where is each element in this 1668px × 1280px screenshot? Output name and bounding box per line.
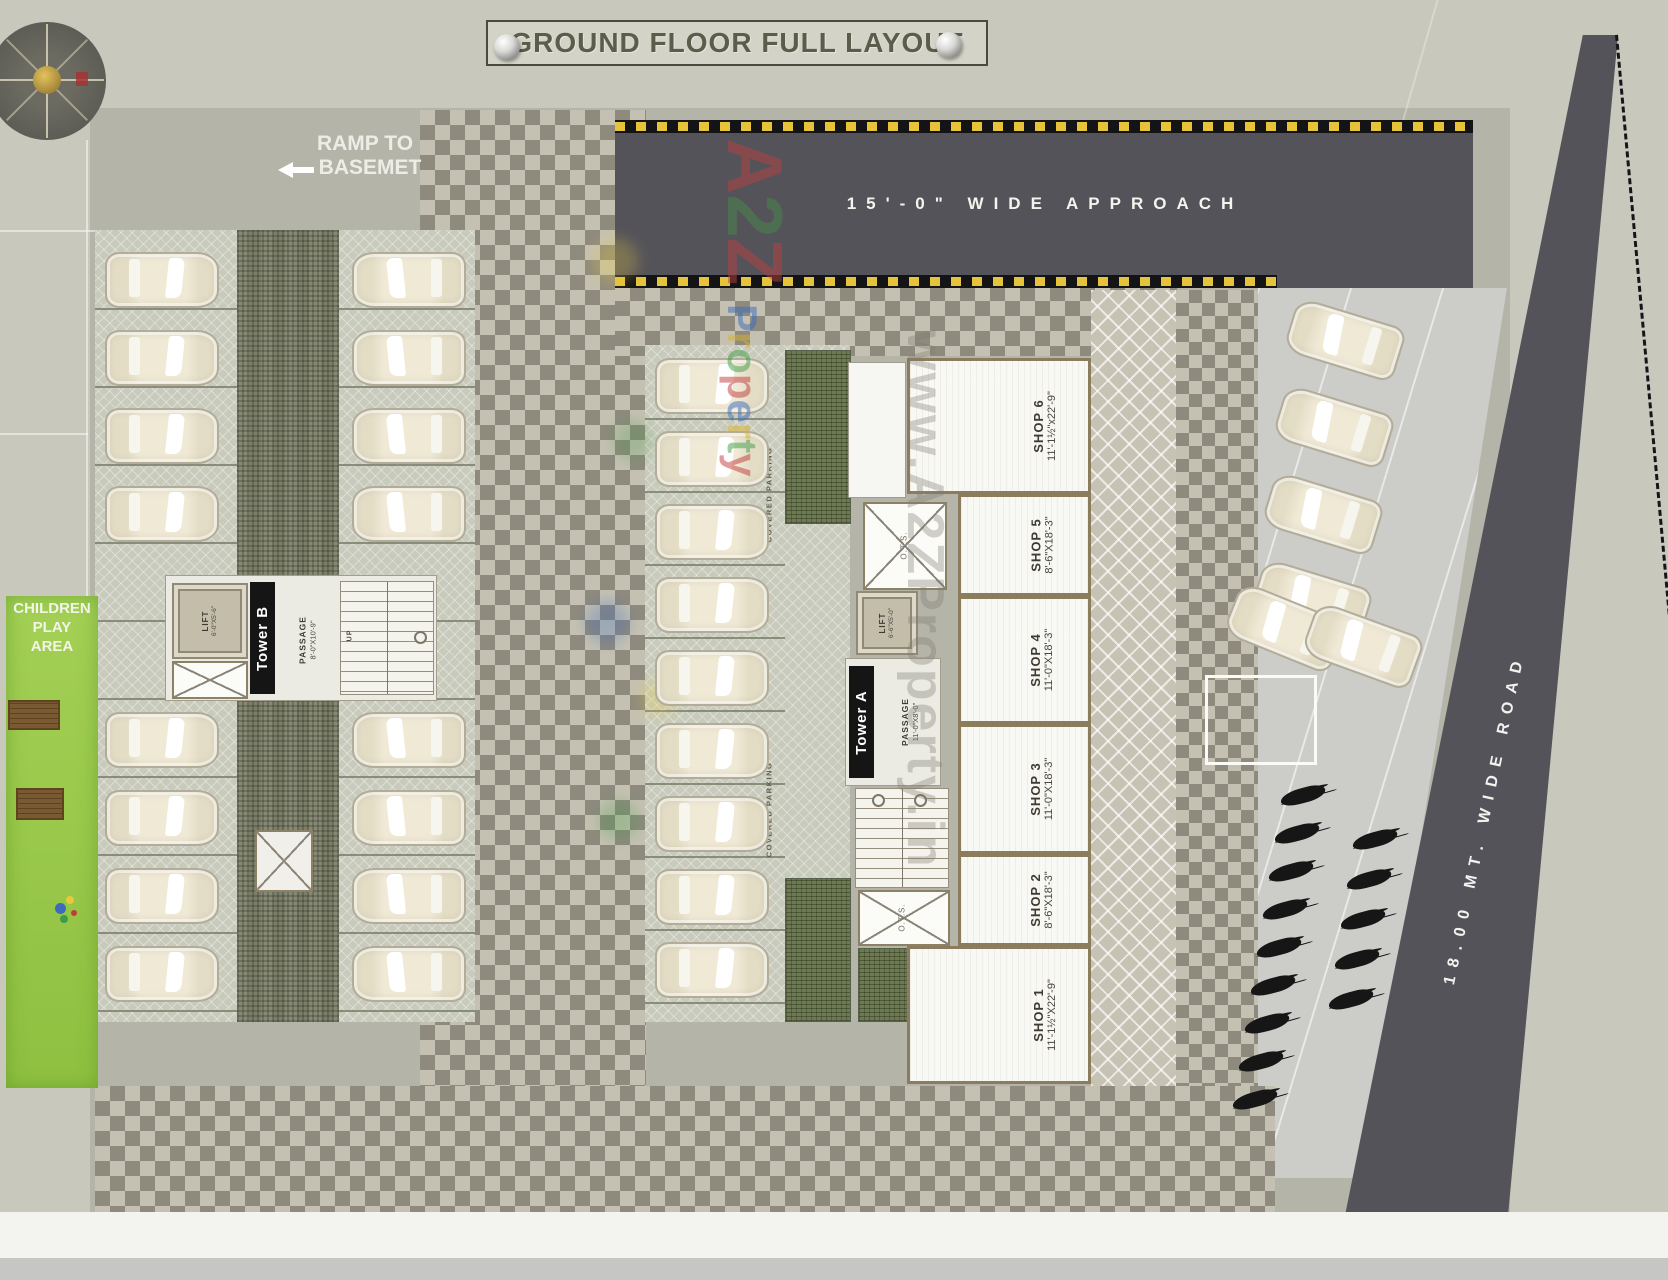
car-icon xyxy=(105,252,219,308)
play-equipment xyxy=(60,915,68,923)
green-strip-top xyxy=(785,350,851,524)
watermark-blob xyxy=(592,238,638,284)
shop-4 xyxy=(958,596,1091,724)
tower-b-passage-label: PASSAGE 8'-0"X10'-9" xyxy=(297,616,318,664)
page-margin-bottom xyxy=(0,1212,1668,1262)
car-icon xyxy=(655,869,769,925)
play-equipment xyxy=(71,910,77,916)
watermark-property: Property xyxy=(719,303,766,477)
play-area-label: CHILDREN PLAY AREA xyxy=(13,600,91,655)
tower-b-lift-room xyxy=(172,583,248,659)
compass-icon xyxy=(0,22,106,140)
title-bar: GROUND FLOOR FULL LAYOUT xyxy=(486,20,988,66)
watermark-a2z: A2Z Property xyxy=(711,138,799,477)
car-icon xyxy=(655,358,769,414)
stairs-knob xyxy=(914,794,927,807)
approach-road-label: 15'-0" WIDE APPROACH xyxy=(846,194,1244,213)
car-icon xyxy=(655,723,769,779)
plaza-checker-top xyxy=(615,286,1177,356)
watermark-blob xyxy=(585,600,629,644)
car-icon xyxy=(352,252,466,308)
grid-line xyxy=(86,140,88,605)
hazard-strip-top xyxy=(615,120,1473,133)
car-icon xyxy=(105,486,219,542)
car-icon xyxy=(105,868,219,924)
shop-3 xyxy=(958,724,1091,854)
grid-line xyxy=(0,433,88,435)
car-icon xyxy=(352,946,466,1002)
page-title: GROUND FLOOR FULL LAYOUT xyxy=(510,27,964,58)
tower-b-ots-room xyxy=(172,661,248,699)
car-icon xyxy=(655,796,769,852)
tower-a-ots-room-lower xyxy=(858,890,950,946)
car-icon xyxy=(352,408,466,464)
tower-b-lift-label: LIFT 6'-0"X5'-6" xyxy=(201,605,218,637)
car-icon xyxy=(655,431,769,487)
shop-2 xyxy=(958,854,1091,946)
car-icon xyxy=(352,790,466,846)
car-icon xyxy=(105,946,219,1002)
tower-b-stairs xyxy=(340,581,434,695)
watermark-url: www.A2ZProperty.in xyxy=(896,330,954,869)
service-square xyxy=(255,830,313,892)
approach-road xyxy=(615,120,1473,288)
car-icon xyxy=(352,486,466,542)
road-boundary-dashed-line xyxy=(1615,34,1668,1278)
stairs-knob xyxy=(414,631,427,644)
pin-icon xyxy=(936,32,962,58)
ramp-label-line2: BASEMET xyxy=(318,156,422,179)
ramp-label-line1: RAMP TO xyxy=(316,132,414,155)
watermark-blob xyxy=(612,420,652,460)
entrance-gate xyxy=(1205,675,1317,765)
tower-a-stairs xyxy=(855,788,949,888)
tower-a-label: Tower A xyxy=(849,666,874,778)
green-strip-bottom xyxy=(785,878,851,1022)
tower-b-up-label: UP xyxy=(346,629,354,642)
stairs-knob xyxy=(872,794,885,807)
plaza-checker-bottom xyxy=(95,1086,1275,1214)
hazard-strip-bottom xyxy=(615,275,1277,288)
ramp-arrow-icon xyxy=(278,162,293,178)
play-equipment xyxy=(66,896,74,904)
watermark-blob xyxy=(598,800,638,840)
car-icon xyxy=(105,408,219,464)
shop-6 xyxy=(907,358,1091,494)
page-edge-bottom xyxy=(0,1258,1668,1280)
tower-a-ots-room-upper xyxy=(863,502,947,590)
compass-east-mark xyxy=(76,72,88,86)
shop-1 xyxy=(907,946,1091,1084)
car-icon xyxy=(352,712,466,768)
car-icon xyxy=(105,712,219,768)
car-icon xyxy=(655,577,769,633)
car-icon xyxy=(655,650,769,706)
tower-a-lift-room xyxy=(856,591,918,655)
pin-icon xyxy=(494,34,520,60)
car-icon xyxy=(105,330,219,386)
walkway-checker-strip xyxy=(1176,290,1258,1212)
bench xyxy=(8,700,60,730)
car-icon xyxy=(352,868,466,924)
car-icon xyxy=(352,330,466,386)
car-icon xyxy=(655,504,769,560)
car-icon xyxy=(655,942,769,998)
green-strip-small xyxy=(858,948,910,1022)
bench xyxy=(16,788,64,820)
ramp-arrow-shaft xyxy=(292,167,314,173)
shop-5 xyxy=(958,494,1091,596)
play-equipment xyxy=(55,903,66,914)
tower-b-label: Tower B xyxy=(250,582,275,694)
shops-walkway xyxy=(1091,290,1176,1086)
children-play-area xyxy=(6,596,98,1088)
corner-room xyxy=(848,362,906,498)
car-icon xyxy=(105,790,219,846)
